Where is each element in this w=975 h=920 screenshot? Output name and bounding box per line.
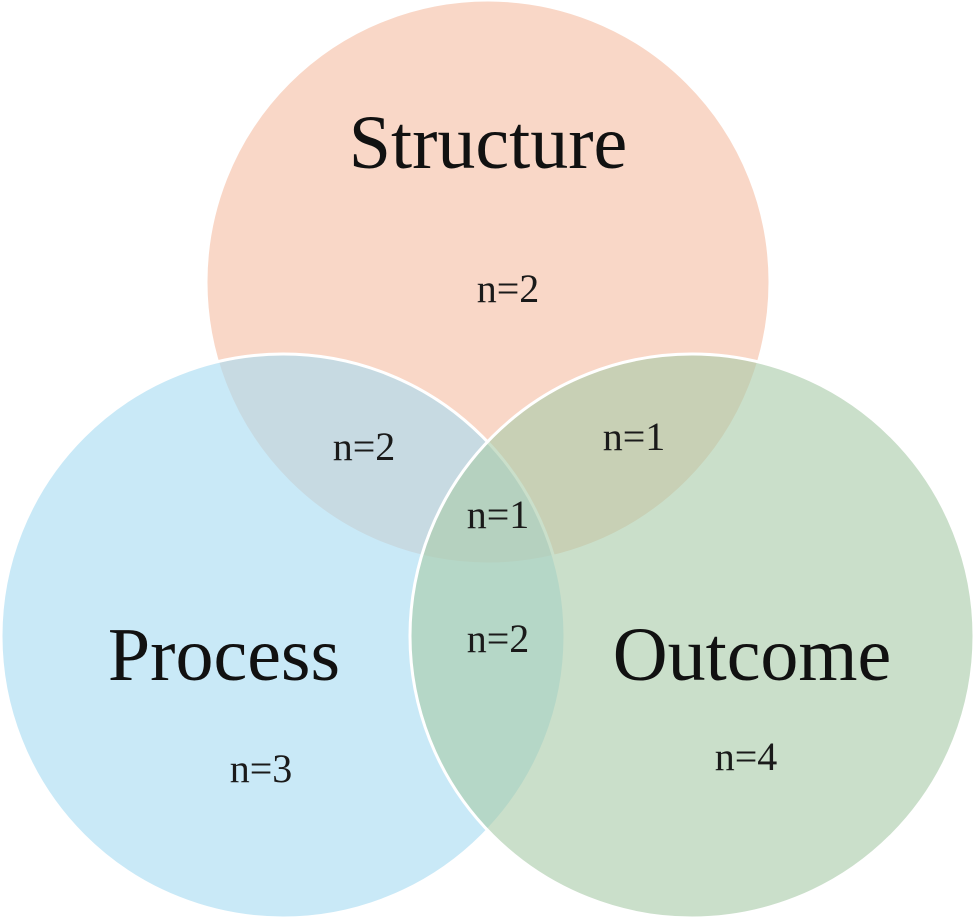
structure-label: Structure — [349, 101, 628, 185]
process-label: Process — [108, 613, 340, 697]
process-only-count: n=3 — [230, 746, 293, 791]
process-outcome-count: n=2 — [467, 616, 530, 661]
all-three-count: n=1 — [467, 492, 530, 537]
outcome-only-count: n=4 — [715, 734, 778, 779]
outcome-circle — [408, 352, 975, 920]
structure-only-count: n=2 — [477, 266, 540, 311]
structure-outcome-count: n=1 — [603, 414, 666, 459]
structure-process-count: n=2 — [333, 424, 396, 469]
outcome-label: Outcome — [613, 613, 892, 697]
